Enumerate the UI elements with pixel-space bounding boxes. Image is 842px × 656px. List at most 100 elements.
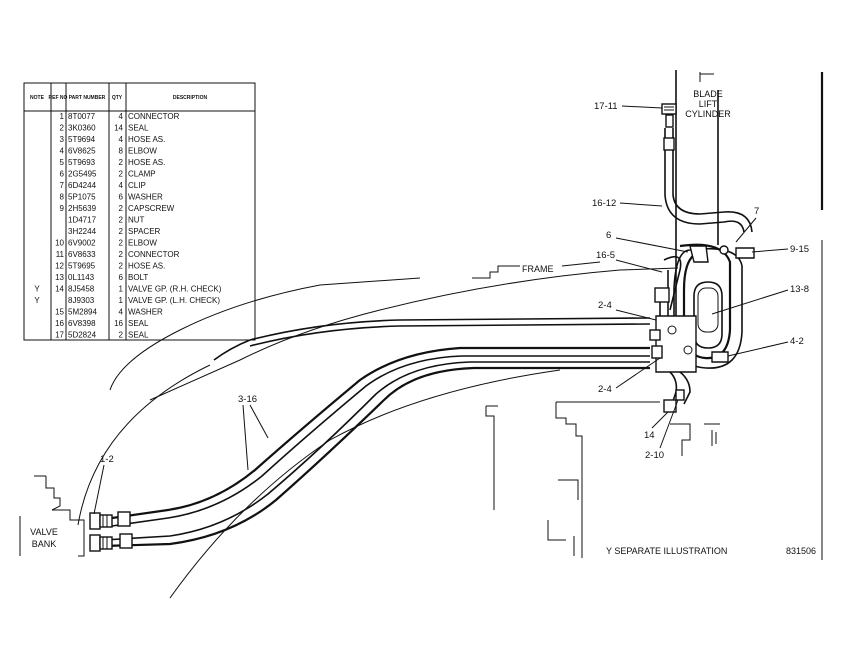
- callout-17-11: 17-11: [594, 101, 618, 112]
- cell-qty: 2: [119, 158, 124, 167]
- cell-part-number: 5M2894: [68, 308, 97, 317]
- cell-qty: 1: [119, 296, 124, 305]
- cell-description: HOSE AS.: [128, 158, 165, 167]
- cell-qty: 4: [119, 181, 124, 190]
- callout-1-2: 1-2: [100, 454, 114, 465]
- table-row: 15 5M2894 4 WASHER: [55, 308, 163, 317]
- table-header-description: DESCRIPTION: [173, 95, 208, 101]
- cell-ref-no: 12: [55, 262, 64, 271]
- cell-ref-no: 3: [60, 135, 65, 144]
- cell-part-number: 6V8625: [68, 147, 96, 156]
- cell-qty: 2: [119, 262, 124, 271]
- cell-part-number: 6D4244: [68, 181, 97, 190]
- cell-ref-no: 1: [60, 112, 65, 121]
- cylinder-top-fitting: [661, 103, 677, 128]
- table-header-ref-no: REF NO: [49, 95, 68, 101]
- cell-description: SEAL: [128, 124, 149, 133]
- cell-description: CONNECTOR: [128, 250, 180, 259]
- cell-qty: 6: [119, 273, 124, 282]
- cell-qty: 2: [119, 250, 124, 259]
- cell-ref-no: 15: [55, 308, 64, 317]
- callout-9-15: 9-15: [790, 244, 809, 255]
- cell-description: SEAL: [128, 319, 149, 328]
- cell-ref-no: 13: [55, 273, 64, 282]
- cell-note: Y: [34, 296, 40, 305]
- cell-part-number: 0L1143: [68, 273, 95, 282]
- valve-bank-label-1: VALVE: [30, 527, 58, 537]
- blade-lift-label-3: CYLINDER: [685, 109, 731, 119]
- cell-part-number: 2G5495: [68, 170, 97, 179]
- lower-bracket: [485, 401, 720, 558]
- callout-16-12: 16-12: [592, 198, 616, 209]
- cell-ref-no: 2: [60, 124, 65, 133]
- frame-label: FRAME: [522, 264, 554, 274]
- valve-bank: [19, 475, 85, 557]
- check-valve-body: [649, 255, 697, 373]
- cell-ref-no: 14: [55, 285, 64, 294]
- cell-part-number: 8T0077: [68, 112, 96, 121]
- cell-ref-no: 16: [55, 319, 64, 328]
- callout-4-2: 4-2: [790, 336, 804, 347]
- cell-part-number: 8J5458: [68, 285, 95, 294]
- cell-description: VALVE GP. (R.H. CHECK): [128, 285, 222, 294]
- cell-part-number: 3K0360: [68, 124, 96, 133]
- cell-description: CAPSCREW: [128, 204, 175, 213]
- cell-description: SEAL: [128, 331, 149, 340]
- cell-ref-no: 5: [60, 158, 65, 167]
- cell-part-number: 2H5639: [68, 204, 97, 213]
- callout-2-4-lower: 2-4: [598, 384, 612, 395]
- cell-note: Y: [34, 285, 40, 294]
- cell-part-number: 3H2244: [68, 227, 97, 236]
- cell-qty: 4: [119, 135, 124, 144]
- cell-description: WASHER: [128, 308, 163, 317]
- cell-description: CLIP: [128, 181, 146, 190]
- cell-description: VALVE GP. (L.H. CHECK): [128, 296, 220, 305]
- illustration-number: 831506: [786, 546, 816, 556]
- upper-hose: [663, 128, 753, 233]
- cell-ref-no: 4: [60, 147, 65, 156]
- blade-lift-cylinder: [675, 70, 824, 560]
- frame-bracket: [77, 265, 679, 599]
- parts-table: NOTE REF NO PART NUMBER QTY DESCRIPTION …: [23, 82, 256, 341]
- blade-lift-label-1: BLADE: [693, 89, 723, 99]
- valve-loop-hoses: [673, 243, 755, 369]
- cell-qty: 2: [119, 204, 124, 213]
- cell-description: NUT: [128, 216, 145, 225]
- cell-part-number: 6V8633: [68, 250, 96, 259]
- table-header-note: NOTE: [30, 95, 45, 101]
- lower-valve-hose: [663, 371, 691, 413]
- cell-part-number: 5T9693: [68, 158, 96, 167]
- table-header-qty: QTY: [112, 95, 123, 101]
- cell-ref-no: 11: [56, 250, 65, 259]
- cell-qty: 14: [114, 124, 123, 133]
- cell-part-number: 5T9694: [68, 135, 96, 144]
- valve-bank-fittings: [89, 511, 133, 552]
- cell-description: HOSE AS.: [128, 135, 165, 144]
- cell-qty: 4: [119, 308, 124, 317]
- cell-description: WASHER: [128, 193, 163, 202]
- cell-part-number: 5P1075: [68, 193, 96, 202]
- callout-16-5: 16-5: [596, 250, 615, 261]
- valve-bank-label-2: BANK: [32, 539, 57, 549]
- cell-description: HOSE AS.: [128, 262, 165, 271]
- cell-ref-no: 8: [60, 193, 65, 202]
- main-hydraulic-lines: [103, 317, 651, 548]
- cell-description: CONNECTOR: [128, 112, 180, 121]
